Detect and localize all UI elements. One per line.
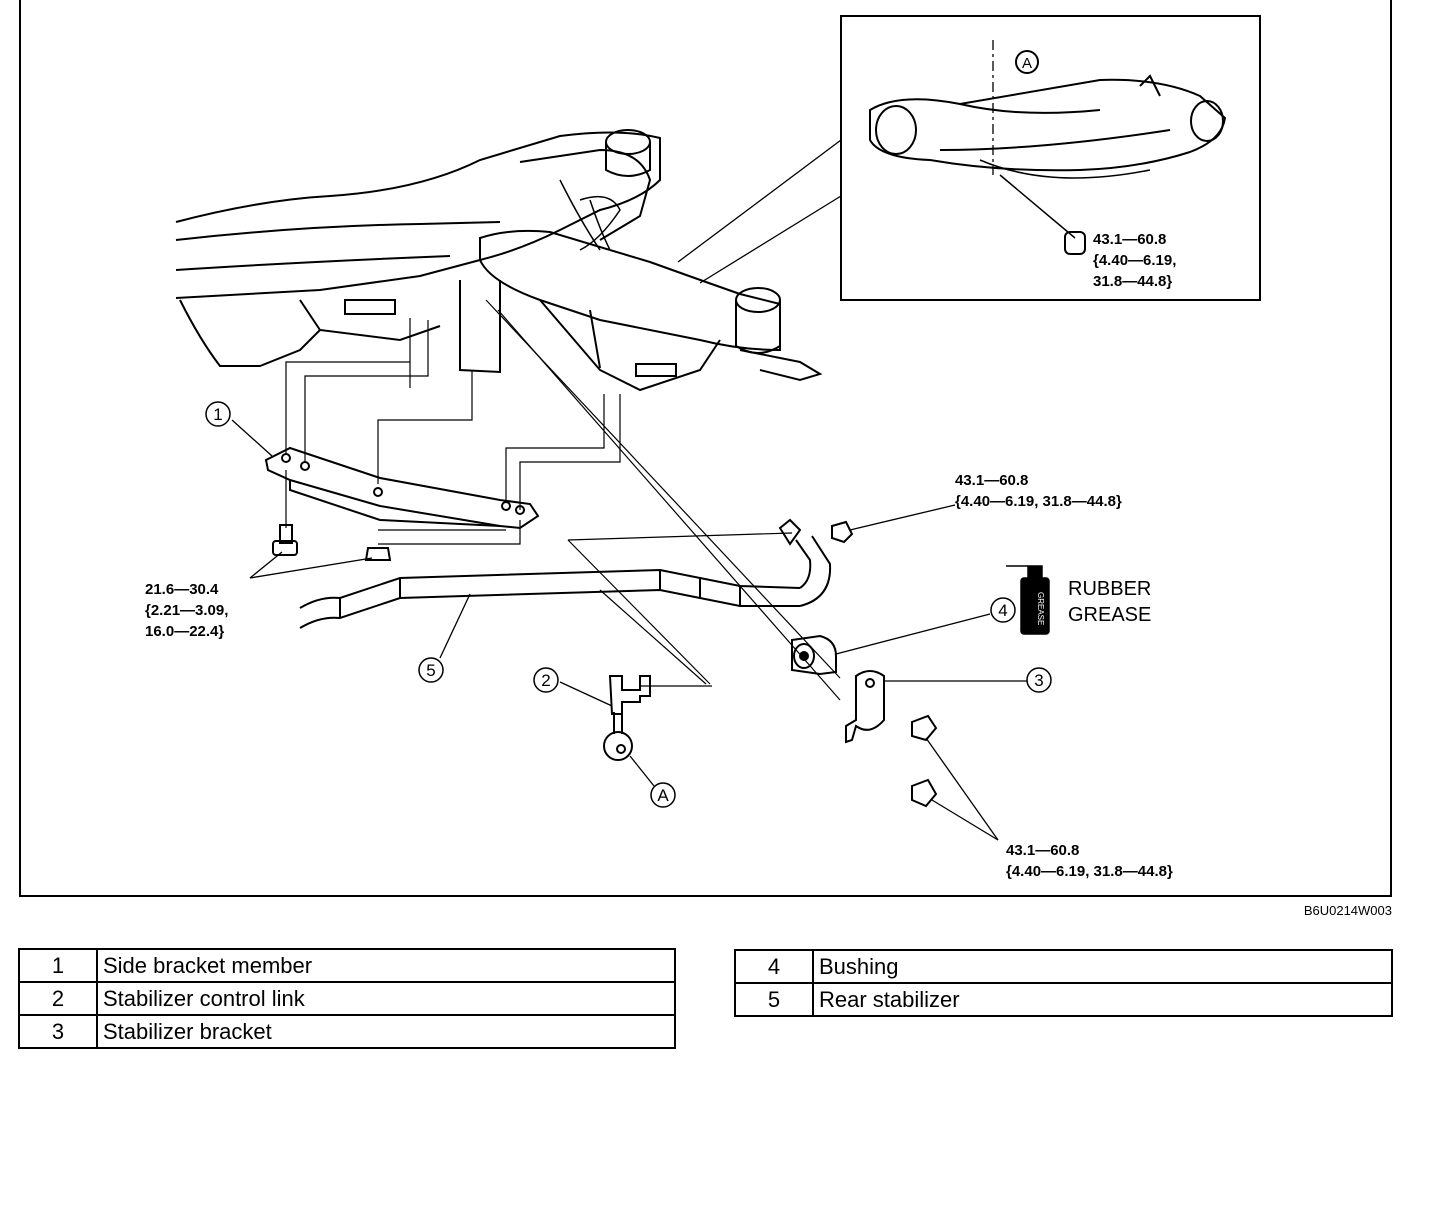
legend-table-right: 4 Bushing 5 Rear stabilizer	[734, 949, 1393, 1017]
legend-text: Stabilizer bracket	[96, 1014, 676, 1049]
side-bracket-bolts	[272, 524, 392, 561]
table-row: 2 Stabilizer control link	[18, 981, 676, 1016]
legend-num: 4	[734, 949, 814, 984]
callout-4-circle	[990, 597, 1016, 623]
torque-bracket-bolts: 43.1—60.8 {4.40—6.19, 31.8—44.8}	[1006, 842, 1173, 880]
legend-text: Bushing	[812, 949, 1393, 984]
callout-1-circle	[205, 401, 231, 427]
table-row: 3 Stabilizer bracket	[18, 1014, 676, 1049]
legend-text: Rear stabilizer	[812, 982, 1393, 1017]
legend-num: 3	[18, 1014, 98, 1049]
grease-can-icon	[1006, 565, 1050, 635]
diagram-frame	[19, 0, 1392, 897]
rear-subframe	[175, 129, 823, 392]
torque-inset: 43.1—60.8 {4.40—6.19, 31.8—44.8}	[1093, 231, 1177, 290]
legend-num: 1	[18, 948, 98, 983]
callout-a: A	[657, 786, 669, 805]
rear-stabilizer-bar	[299, 504, 956, 629]
callout-a-circle	[650, 782, 676, 808]
stabilizer-control-link	[559, 675, 655, 787]
table-row: 4 Bushing	[734, 949, 1393, 984]
inset-frame	[840, 15, 1261, 301]
rubber-grease-label: RUBBER GREASE	[1068, 578, 1152, 626]
inset-lower-arm	[869, 40, 1227, 255]
torque-side-bracket: 21.6—30.4 {2.21—3.09, 16.0—22.4}	[145, 581, 229, 640]
side-bracket-member	[264, 446, 540, 530]
callout-2-circle	[533, 667, 559, 693]
torque-stabilizer-nut: 43.1—60.8 {4.40—6.19, 31.8—44.8}	[955, 472, 1122, 510]
callout-5-circle	[418, 657, 444, 683]
legend-num: 2	[18, 981, 98, 1016]
callout-3: 3	[1034, 671, 1043, 690]
table-row: 1 Side bracket member	[18, 948, 676, 983]
figure-code: B6U0214W003	[1303, 903, 1392, 918]
callout-1: 1	[213, 405, 222, 424]
grease-can-text: GREASE	[1036, 592, 1045, 625]
legend-table-left: 1 Side bracket member 2 Stabilizer contr…	[18, 948, 676, 1049]
stabilizer-bracket	[845, 670, 1025, 841]
callout-2: 2	[541, 671, 550, 690]
inset-callout-a: A	[1022, 55, 1032, 72]
bushing	[791, 613, 991, 676]
callout-5: 5	[426, 661, 435, 680]
callout-3-circle	[1026, 667, 1052, 693]
callout-4: 4	[998, 601, 1007, 620]
table-row: 5 Rear stabilizer	[734, 982, 1393, 1017]
legend-text: Side bracket member	[96, 948, 676, 983]
legend-text: Stabilizer control link	[96, 981, 676, 1016]
legend-num: 5	[734, 982, 814, 1017]
